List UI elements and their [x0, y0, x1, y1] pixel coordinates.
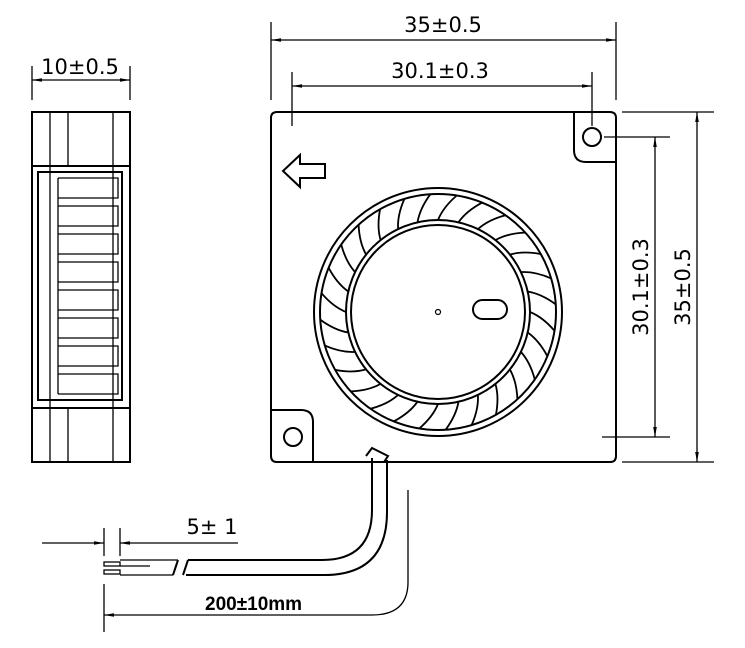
side-view: 10±0.5 [31, 55, 131, 463]
mount-ear-bottom-left [271, 409, 314, 462]
blade [470, 394, 479, 426]
hub-outer [345, 219, 531, 405]
cable-wire-upper [188, 458, 373, 561]
blade [529, 311, 556, 332]
dim-hole-spacing-h: 30.1±0.3 [391, 59, 489, 83]
hub-slot [472, 299, 508, 320]
blade [494, 231, 526, 241]
right-dimensions: 30.1±0.3 35±0.5 [602, 111, 714, 463]
dim-side-thickness: 10±0.5 [41, 55, 119, 79]
impeller-blades [319, 193, 557, 431]
hub [350, 224, 526, 400]
blade [509, 251, 541, 256]
blade [416, 193, 432, 223]
mount-hole-top-right [582, 127, 602, 147]
housing-outline [270, 111, 617, 463]
dim-hole-spacing-v: 30.1±0.3 [629, 238, 653, 336]
cable-break-mark-2 [172, 559, 179, 576]
dim-strip-length: 5± 1 [187, 515, 238, 539]
cable-break-mark [182, 559, 189, 576]
top-dimensions: 35±0.5 30.1±0.3 [270, 13, 617, 126]
blade [527, 290, 557, 306]
blade [527, 331, 549, 357]
outer-ring [313, 187, 563, 437]
mount-ear-top-right [573, 112, 616, 163]
side-fins [57, 177, 119, 395]
blade [477, 214, 506, 230]
dim-cable-length: 200±10mm [205, 594, 302, 615]
airflow-arrow-icon [281, 152, 326, 190]
center-point [434, 308, 442, 316]
outer-ring-inner [319, 193, 557, 431]
wire-tip-lower [103, 569, 121, 575]
blade [327, 267, 349, 293]
blade [520, 351, 536, 380]
blade [444, 401, 460, 431]
blade [320, 292, 347, 313]
blade [393, 401, 419, 423]
wire-tip-upper [103, 561, 121, 567]
cable: 5± 1 200±10mm [42, 458, 409, 632]
blade [437, 194, 458, 221]
cable-jacket-end [120, 559, 178, 576]
blade [509, 368, 519, 400]
cable-wire-lower [186, 460, 388, 576]
blade [350, 383, 382, 393]
blade [457, 201, 483, 223]
blade [357, 224, 367, 256]
blade [418, 403, 439, 430]
side-body-outline [31, 111, 131, 463]
side-wheel-window [37, 171, 123, 401]
dim-overall-height: 35±0.5 [671, 248, 695, 326]
blade [324, 344, 356, 353]
front-view [270, 111, 617, 463]
blade [377, 209, 382, 241]
dim-overall-width: 35±0.5 [404, 13, 482, 37]
blade [370, 394, 399, 410]
blade [319, 318, 349, 334]
blade [397, 198, 406, 230]
dim-line-cable [104, 490, 409, 617]
blade [335, 368, 367, 373]
blade [520, 271, 552, 280]
blade [494, 383, 499, 415]
blade [340, 244, 356, 273]
mount-hole-bottom-left [283, 427, 303, 447]
wire-exit [365, 446, 390, 463]
